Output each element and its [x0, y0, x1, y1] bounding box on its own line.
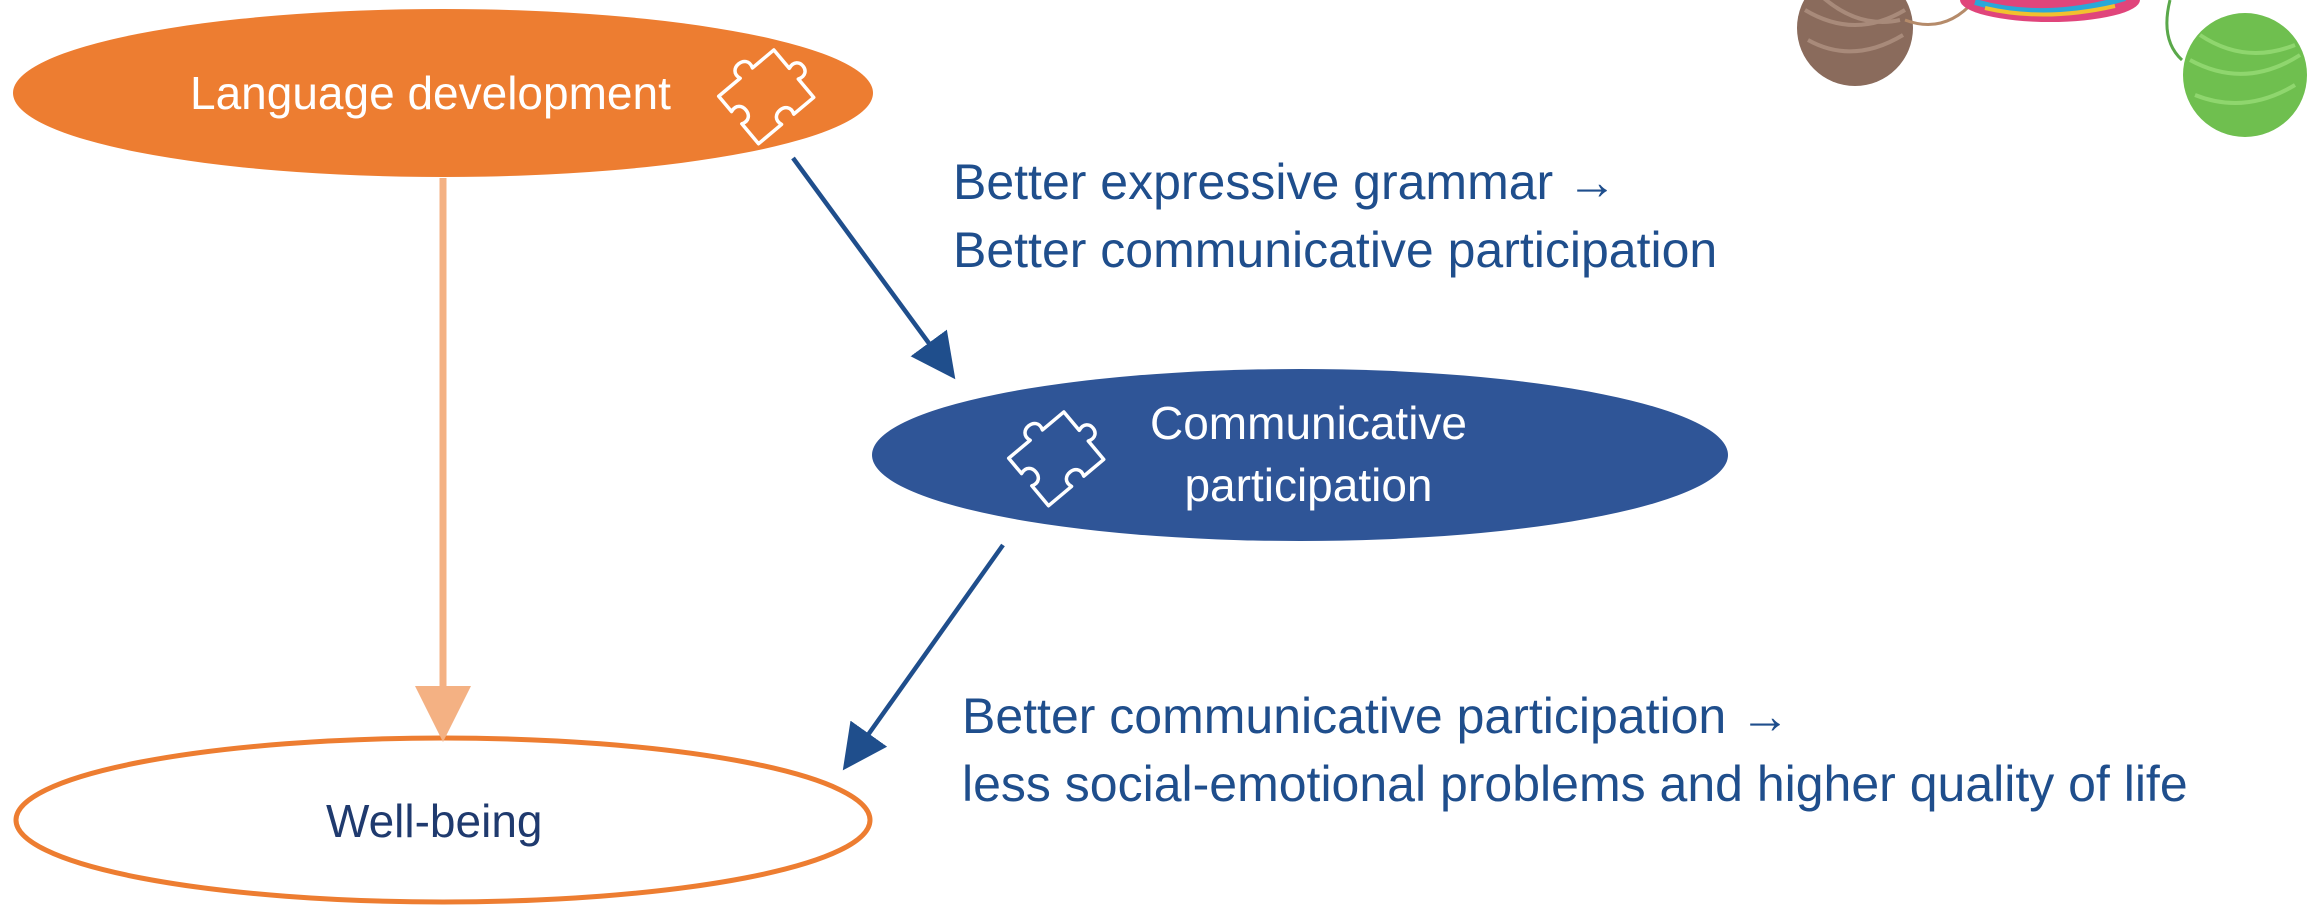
- language-development-label: Language development: [190, 67, 671, 119]
- communicative-label-line1: Communicative: [1150, 397, 1467, 449]
- communicative-to-wellbeing-arrow: [842, 543, 1005, 771]
- top-caption-line1: Better expressive grammar →: [953, 154, 1618, 210]
- puzzle-piece-icon: [716, 48, 816, 146]
- top-caption-line2: Better communicative participation: [953, 222, 1718, 278]
- bottom-caption-line1: Better communicative participation →: [962, 688, 1791, 744]
- yarn-balls-decoration: [1797, 0, 2307, 137]
- top-caption: Better expressive grammar → Better commu…: [953, 148, 1717, 284]
- puzzle-piece-icon: [1006, 410, 1106, 508]
- language-development-node: [13, 9, 873, 177]
- language-to-communicative-arrow: [791, 156, 956, 380]
- communicative-participation-node: [872, 369, 1728, 541]
- communicative-label-line2: participation: [1184, 459, 1433, 512]
- well-being-label: Well-being: [326, 795, 543, 847]
- bottom-caption-line2: less social-emotional problems and highe…: [962, 756, 2188, 812]
- bottom-caption: Better communicative participation → les…: [962, 682, 2188, 818]
- communicative-participation-label: Communicative participation: [1150, 392, 1467, 516]
